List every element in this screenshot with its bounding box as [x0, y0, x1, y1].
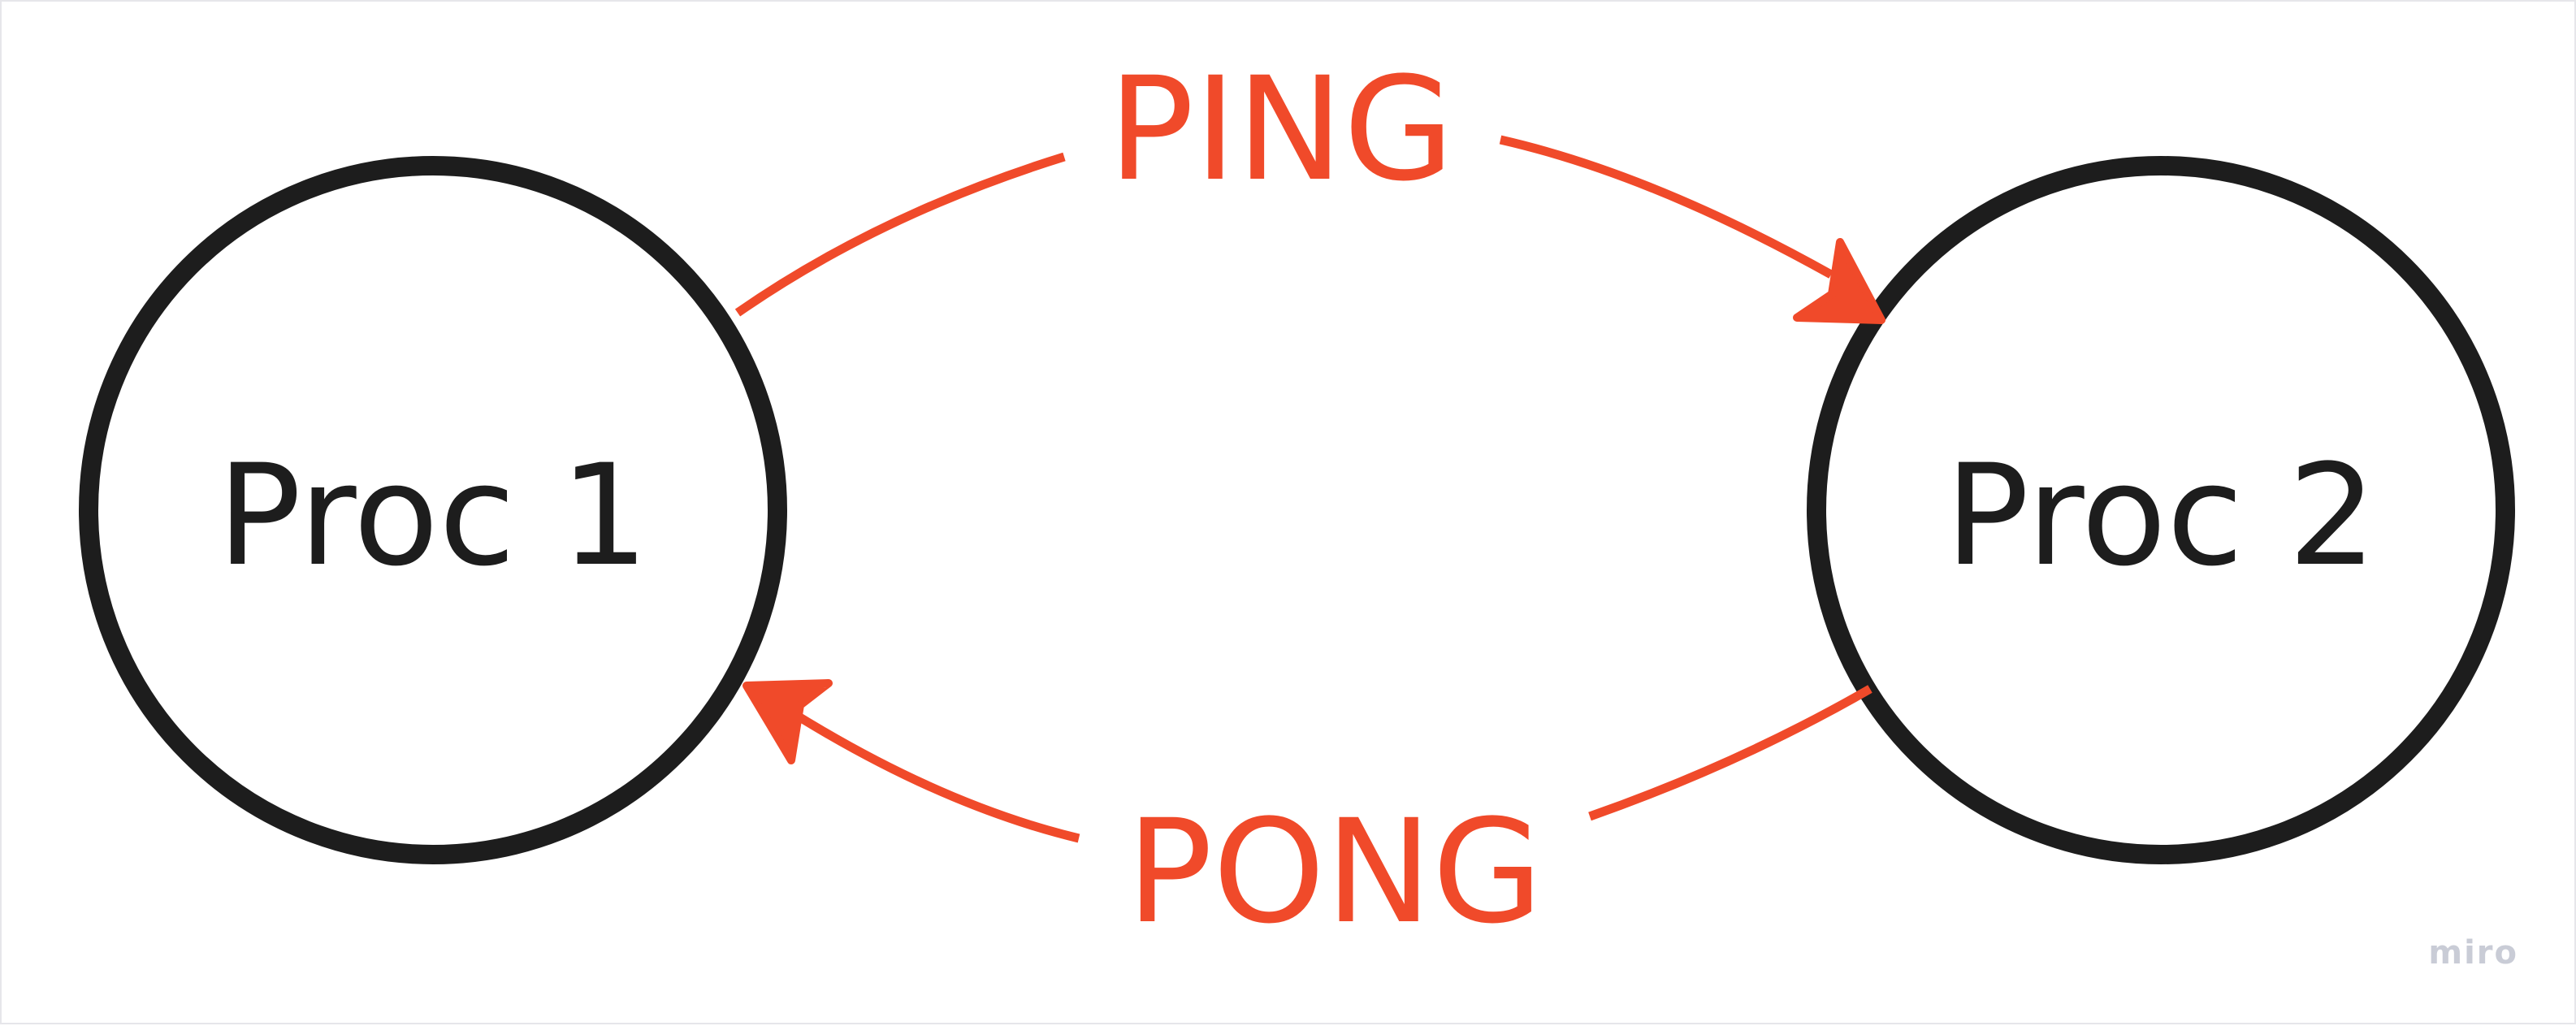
node-proc-1[interactable]: Proc 1: [79, 156, 787, 864]
edge-pong-line-left: [796, 712, 1080, 843]
node-proc-1-label: Proc 1: [217, 434, 649, 597]
edge-ping-line-left: [734, 152, 1066, 317]
edge-pong-line-right: [1588, 685, 1872, 821]
node-proc-2-label: Proc 2: [1945, 434, 2377, 597]
edge-ping-line-right: [1499, 135, 1834, 279]
edge-ping-label: PING: [1108, 46, 1454, 213]
node-proc-1-circle: [79, 156, 787, 864]
edge-pong: PONG: [742, 679, 1872, 955]
node-proc-2[interactable]: Proc 2: [1807, 156, 2515, 864]
node-proc-2-circle: [1807, 156, 2515, 864]
miro-watermark: miro: [2428, 934, 2518, 972]
edge-pong-label: PONG: [1127, 789, 1543, 955]
edge-ping-arrowhead: [1793, 238, 1885, 324]
edge-ping: PING: [734, 46, 1885, 324]
edge-pong-arrowhead: [742, 679, 833, 764]
